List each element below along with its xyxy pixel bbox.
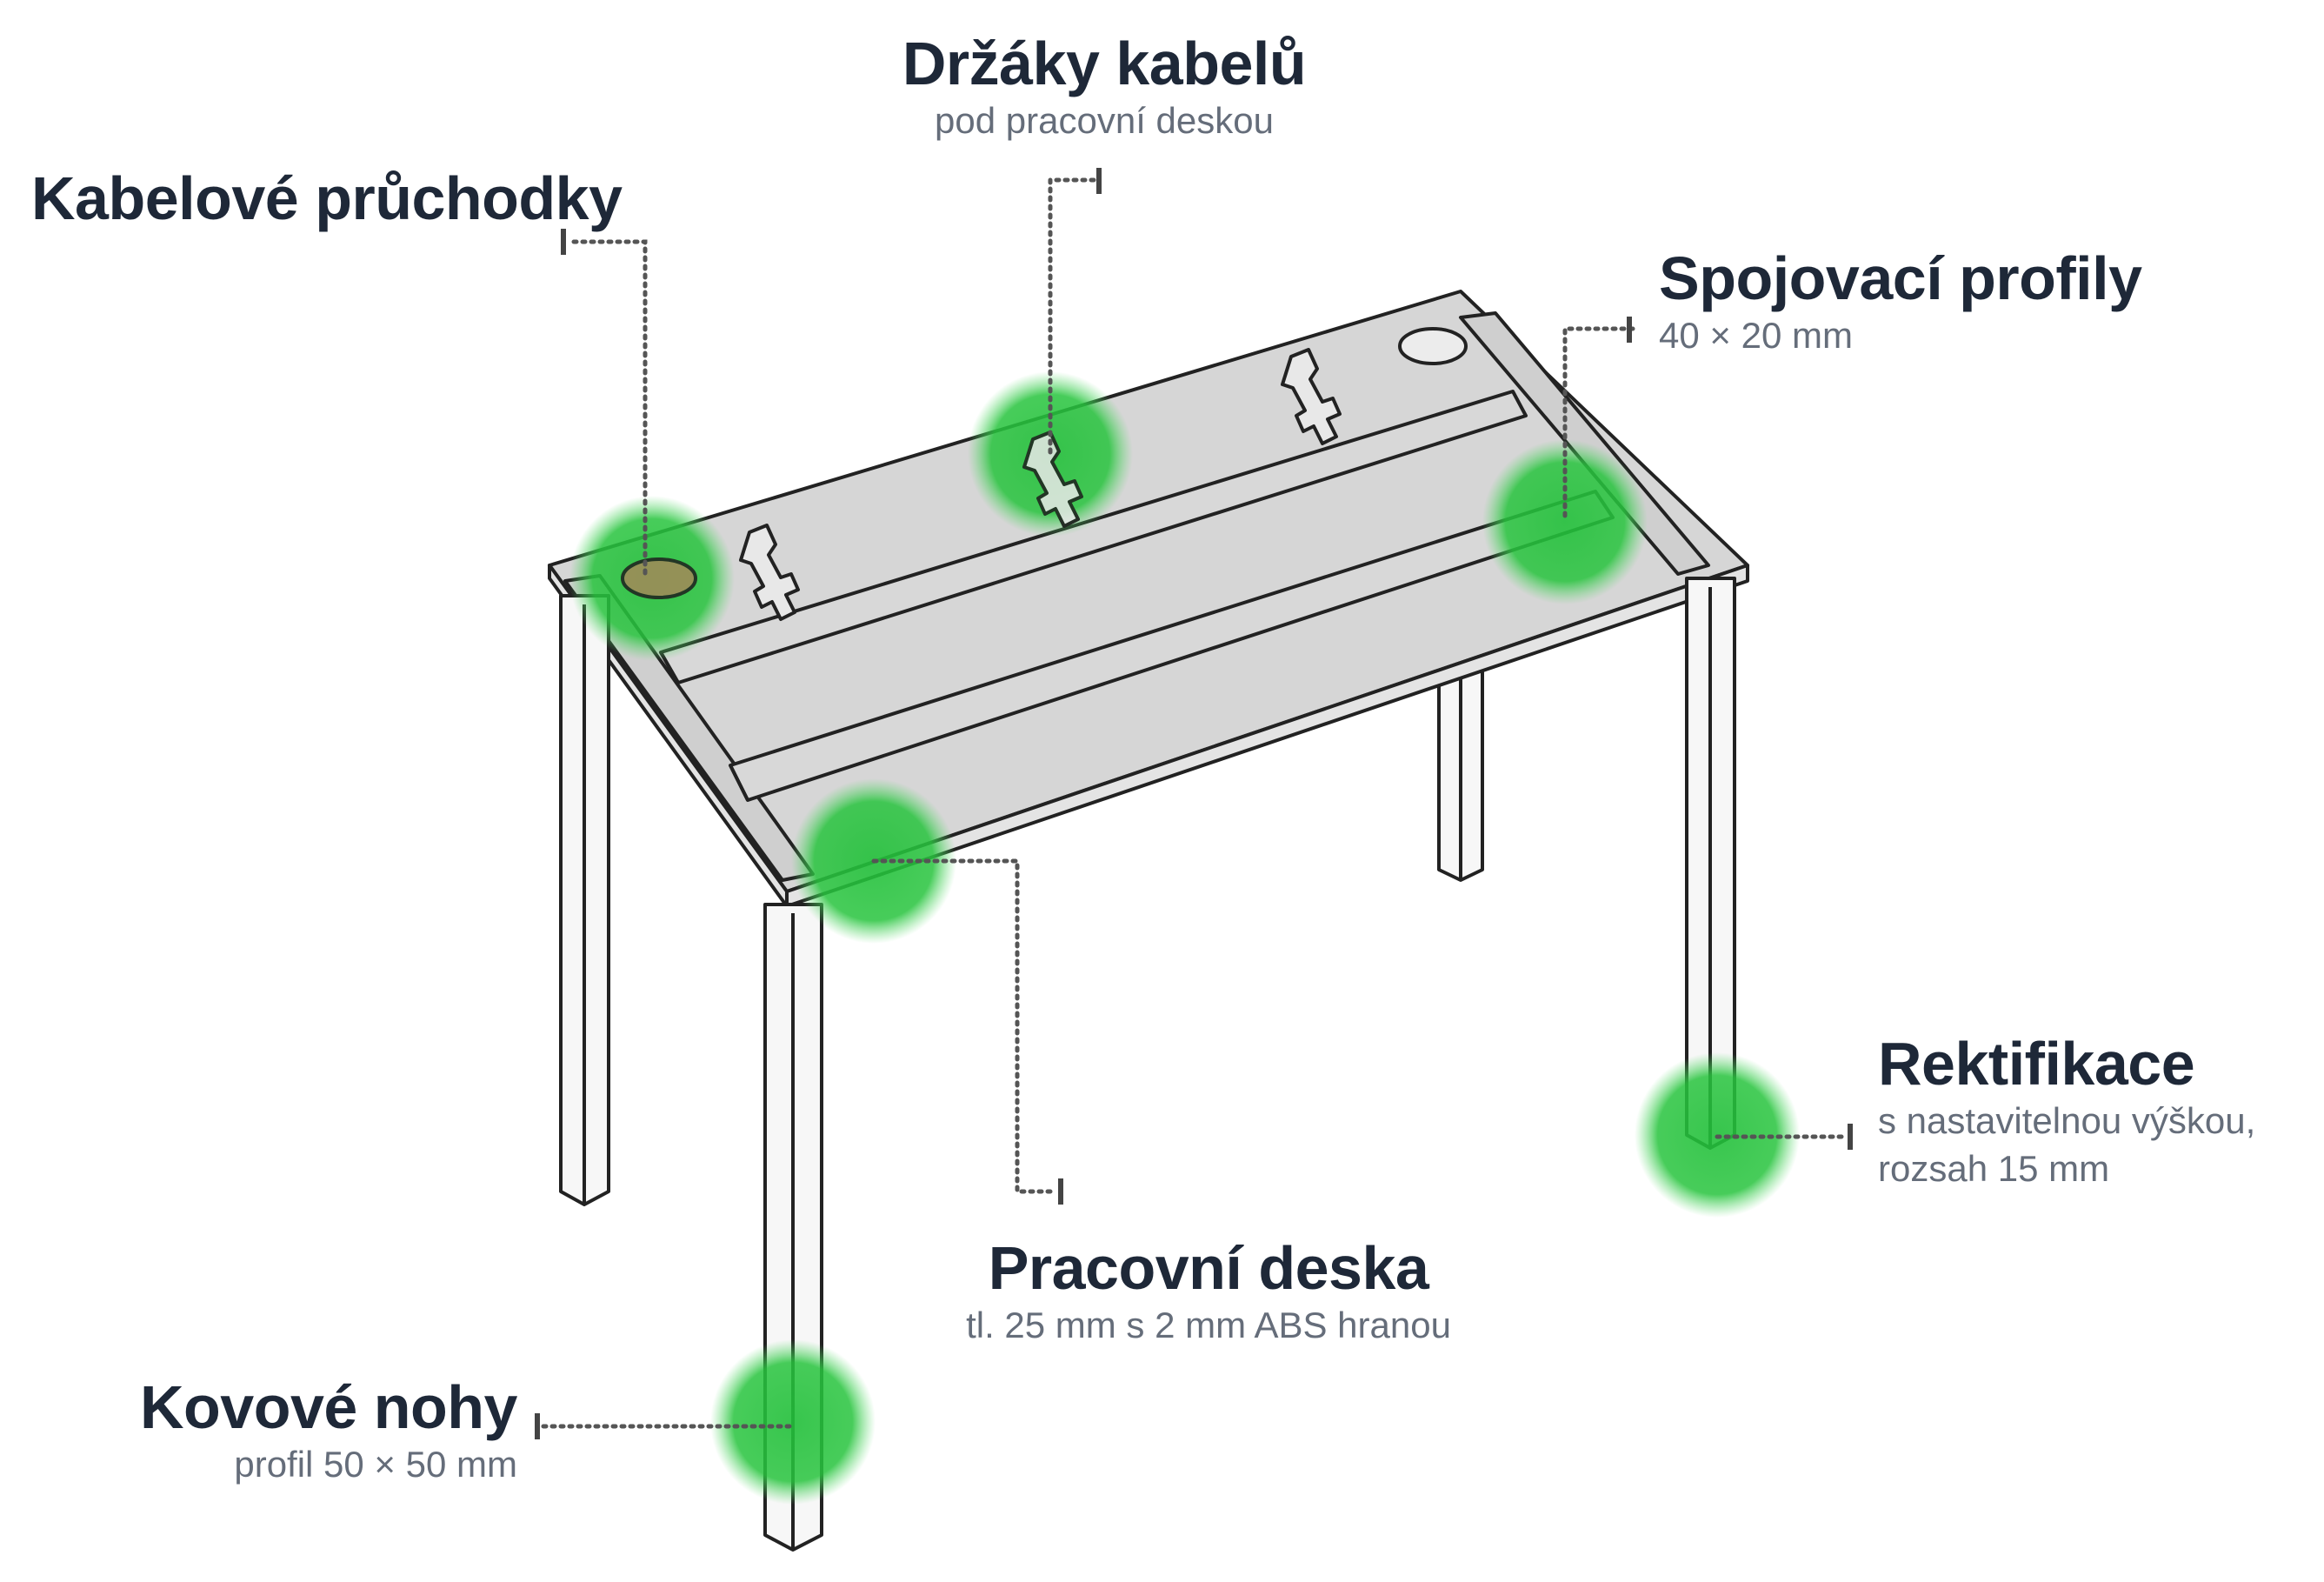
cable-grommets-title: Kabelové průchodky [31, 164, 623, 232]
cable-grommet-back [1398, 327, 1468, 365]
callout-connecting-profiles: Spojovací profily 40 × 20 mm [1659, 245, 2142, 360]
cable-holders-title: Držáky kabelů [902, 30, 1307, 97]
leader-grommets [571, 239, 648, 577]
cable-clip-2-top [1022, 431, 1083, 528]
highlight-connecting-profile [1482, 439, 1648, 604]
worktop-title: Pracovní deska [988, 1234, 1429, 1302]
worktop-subtitle: tl. 25 mm s 2 mm ABS hranou [966, 1305, 1451, 1345]
worktop-edge-right [785, 564, 1749, 908]
leveling-subtitle-line1: s nastavitelnou výškou, [1878, 1100, 2256, 1141]
metal-legs-subtitle: profil 50 × 50 mm [234, 1444, 517, 1485]
leveling-title: Rektifikace [1878, 1030, 2195, 1098]
connecting-profiles-title: Spojovací profily [1659, 244, 2142, 312]
callout-cable-holders: Držáky kabelů pod pracovní deskou [869, 30, 1339, 145]
callout-cable-grommets: Kabelové průchodky [31, 165, 623, 232]
cable-holders-subtitle: pod pracovní deskou [935, 100, 1274, 141]
leader-connecting-profiles [1562, 326, 1635, 523]
leader-cable-holders [1048, 177, 1096, 455]
cable-grommet-front-top [621, 557, 697, 599]
callout-metal-legs: Kovové nohy profil 50 × 50 mm [52, 1373, 518, 1489]
cable-clip-1 [739, 524, 800, 621]
leader-ticks [535, 168, 1853, 1439]
highlight-legs [710, 1339, 876, 1505]
connecting-profiles-subtitle: 40 × 20 mm [1659, 315, 1853, 356]
cable-clip-3 [1281, 348, 1342, 445]
leader-lines [541, 177, 1848, 1429]
metal-legs-title: Kovové nohy [139, 1373, 518, 1441]
leveling-subtitle-line2: rozsah 15 mm [1878, 1147, 2110, 1189]
callout-leveling: Rektifikace s nastavitelnou výškou, rozs… [1878, 1031, 2255, 1192]
leader-worktop [871, 858, 1059, 1194]
callout-worktop: Pracovní deska tl. 25 mm s 2 mm ABS hran… [904, 1235, 1513, 1350]
